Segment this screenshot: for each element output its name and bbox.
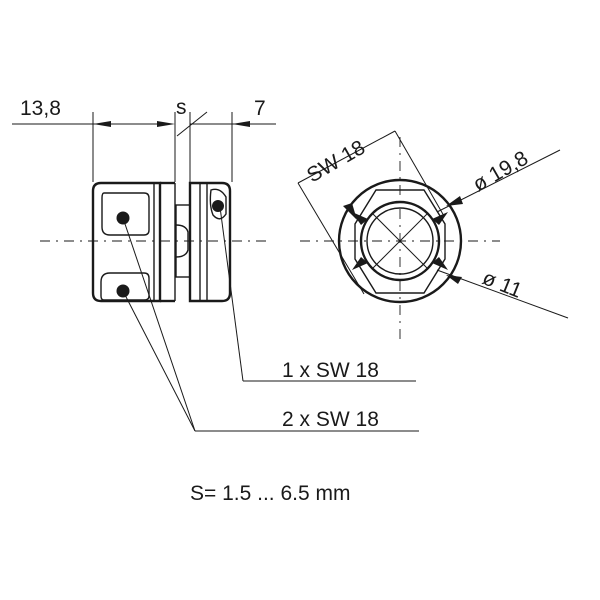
side-view <box>40 181 272 303</box>
callout-leaders <box>122 206 419 432</box>
outer-diameter-label: ø 19,8 <box>469 147 532 197</box>
dim-gap-label: s <box>176 96 187 119</box>
dim-left-label: 13,8 <box>20 97 61 120</box>
dim-right-label: 7 <box>254 97 266 120</box>
front-dimensions <box>297 130 569 319</box>
hex-flats <box>354 189 446 294</box>
set-screw-right <box>212 200 224 212</box>
right-hub <box>188 181 232 303</box>
callout-two-label: 2 x SW 18 <box>282 408 379 431</box>
middle-disk <box>175 204 191 278</box>
range-note: S= 1.5 ... 6.5 mm <box>190 482 350 505</box>
bore-inner <box>366 207 434 275</box>
side-dimensions <box>12 111 276 182</box>
front-view <box>300 137 500 345</box>
inner-diameter-label: ø 11 <box>479 266 525 302</box>
outer-circle <box>337 178 463 304</box>
bore-outer <box>359 200 441 282</box>
callout-one-label: 1 x SW 18 <box>282 359 379 382</box>
across-flats-label: SW 18 <box>303 136 369 187</box>
left-hub <box>91 181 176 303</box>
